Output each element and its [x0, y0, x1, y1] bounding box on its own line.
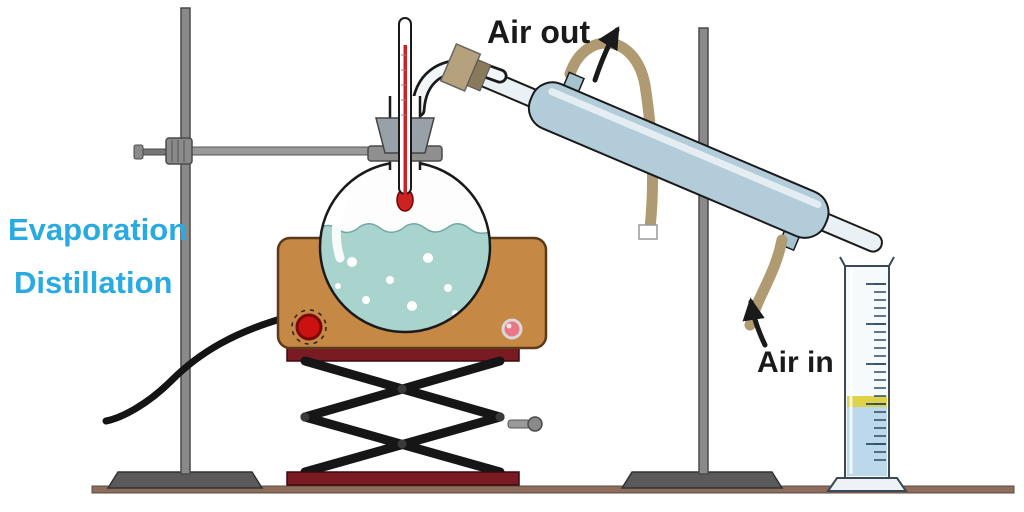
clamp — [133, 137, 376, 165]
hot-plate-knob — [295, 313, 323, 341]
flask-shine — [331, 193, 349, 263]
bubbles — [335, 253, 458, 316]
scissor-pivot — [397, 439, 407, 449]
title-evaporation: Evaporation — [8, 212, 187, 247]
jack-bottom-plate — [286, 471, 520, 486]
cylinder-graduations-major — [866, 283, 886, 445]
lab-jack — [286, 347, 543, 486]
lab-stand-left — [106, 7, 264, 489]
graduated-cylinder — [826, 256, 908, 492]
air-out-hose — [564, 37, 658, 234]
scissor-mechanism — [300, 356, 505, 477]
floor-line — [91, 485, 1015, 494]
scissor-pivot — [397, 384, 407, 394]
cylinder-base — [826, 477, 908, 492]
stand-pole — [180, 7, 191, 475]
cylinder-rim — [839, 256, 895, 267]
jack-screw-knob — [527, 416, 543, 432]
hose-connector — [638, 224, 658, 240]
bubble — [347, 257, 357, 267]
indicator-light — [501, 318, 523, 340]
bubble — [423, 253, 433, 263]
bubble — [335, 283, 341, 289]
cylinder-liquid — [847, 406, 887, 476]
jack-top-plate — [286, 347, 520, 362]
clamp-arm — [169, 146, 376, 156]
flask-liquid — [321, 223, 489, 331]
scissor-pivot — [495, 412, 505, 422]
clamp-screw-knob — [133, 144, 144, 160]
indicator-light-shine — [506, 323, 512, 329]
air-out-label: Air out — [487, 14, 590, 50]
stand-base — [106, 471, 264, 489]
knob-dial-marks — [291, 309, 327, 345]
title-distillation: Distillation — [14, 265, 172, 300]
stand-base — [620, 471, 784, 489]
condenser — [465, 63, 883, 253]
clamp-boss — [165, 137, 193, 165]
bubble — [407, 301, 417, 311]
condenser-shine — [548, 88, 822, 209]
stand-pole — [698, 27, 709, 475]
scissor-pivot — [300, 412, 310, 422]
air-in-label: Air in — [757, 346, 834, 379]
bubble — [444, 284, 452, 292]
side-arm — [410, 43, 508, 118]
cylinder-liquid-band — [847, 396, 887, 407]
clamp-screw — [141, 148, 167, 156]
jack-screw — [507, 419, 531, 429]
thermometer-column — [403, 45, 407, 195]
cork-inner — [466, 59, 492, 92]
cork-adapter — [439, 43, 492, 92]
condenser-jacket — [527, 81, 830, 239]
power-cable — [102, 314, 288, 425]
lab-stand-right — [620, 27, 784, 489]
thermometer — [396, 17, 414, 212]
air-out-arrow — [592, 26, 620, 83]
bubble — [386, 276, 394, 284]
bubble — [362, 296, 370, 304]
clamp-boss-ridges — [171, 140, 185, 162]
air-in-arrow — [742, 297, 768, 348]
thermometer-scale — [401, 54, 406, 116]
